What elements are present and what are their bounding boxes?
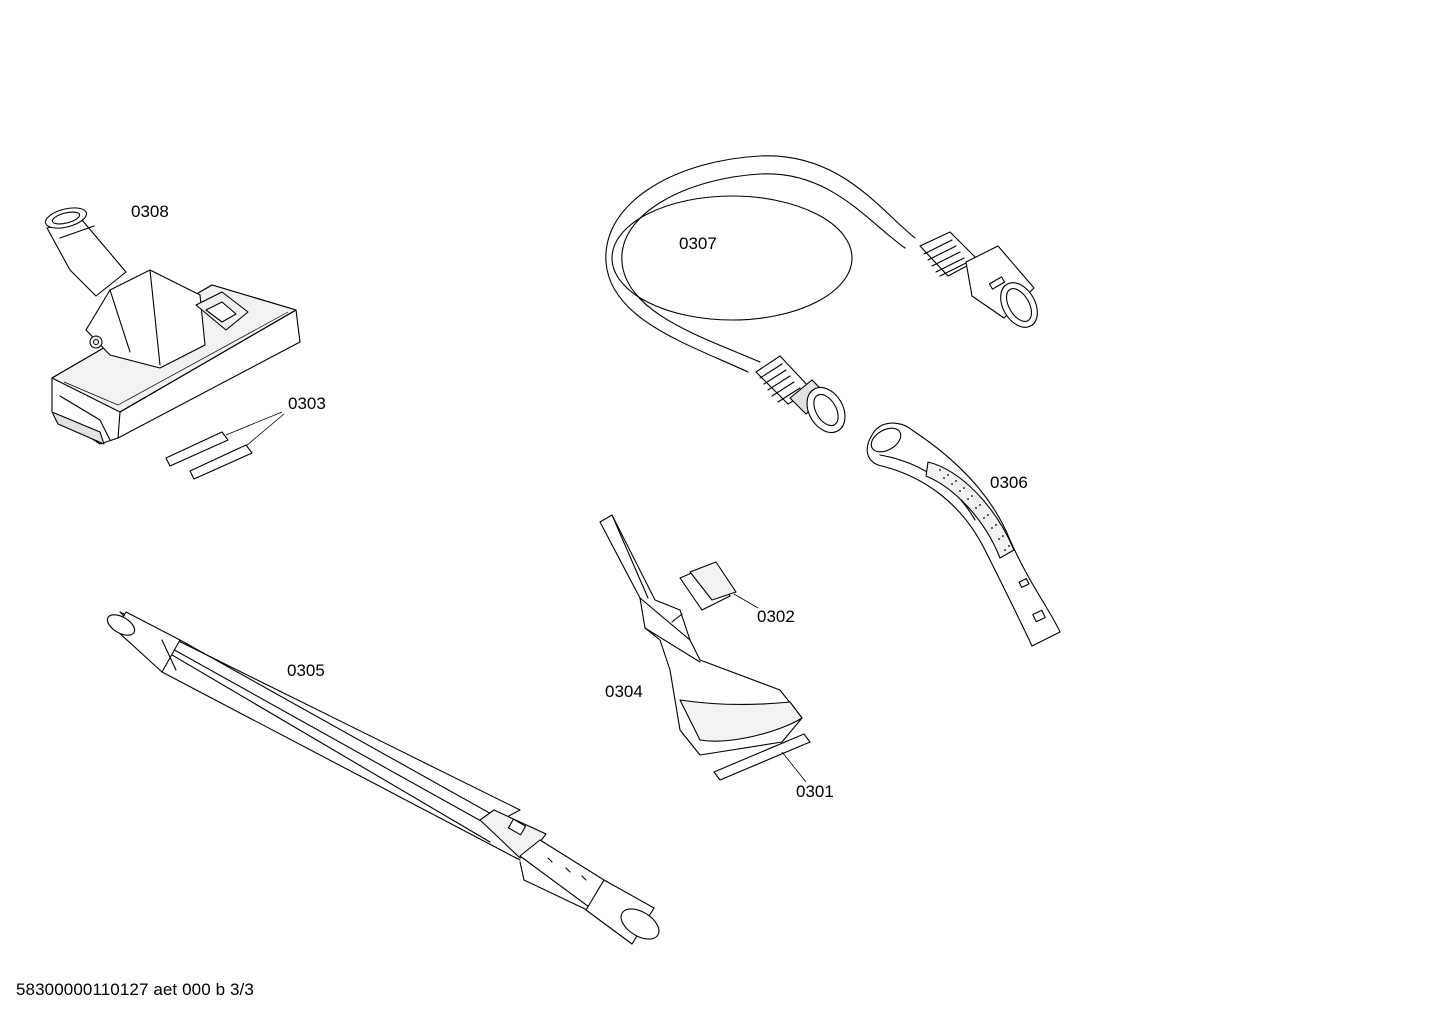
floor-nozzle-part <box>44 207 301 445</box>
part-label-0303: 0303 <box>288 394 326 413</box>
strip-part <box>713 733 811 783</box>
strip-pair-part <box>165 411 285 480</box>
suction-hose-part <box>605 155 1038 434</box>
part-label-0308: 0308 <box>131 202 169 221</box>
drawing-code: 58300000110127 aet 000 b 3/3 <box>16 980 254 999</box>
part-label-0302: 0302 <box>757 607 795 626</box>
part-label-0301: 0301 <box>796 782 834 801</box>
part-label-0304: 0304 <box>605 682 643 701</box>
part-label-0305: 0305 <box>287 661 325 680</box>
part-label-0307: 0307 <box>679 234 717 253</box>
telescopic-tube-part <box>106 611 660 945</box>
clip-part <box>679 561 759 611</box>
part-label-0306: 0306 <box>990 473 1028 492</box>
hose-handle-part <box>866 422 1061 647</box>
upholstery-nozzle-part <box>599 514 803 756</box>
